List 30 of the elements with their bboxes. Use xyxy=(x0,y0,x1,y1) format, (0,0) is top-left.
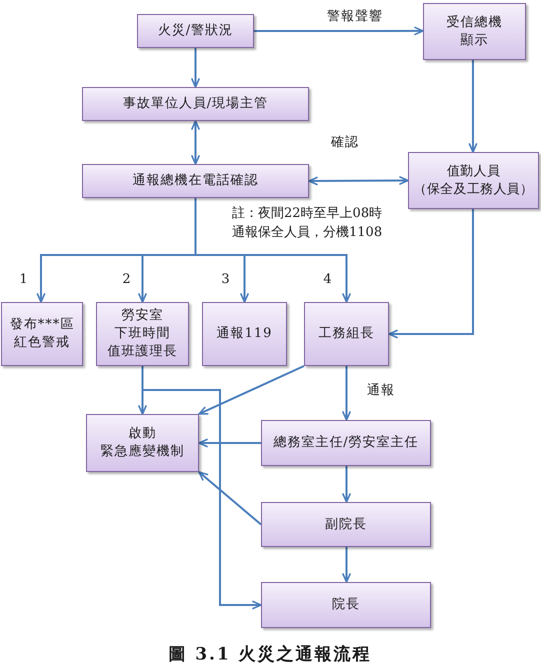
arrow xyxy=(198,438,261,448)
process-box: 事故單位人員/現場主管 xyxy=(82,87,309,121)
note-text: 註：夜間22時至早上08時通報保全人員，分機1108 xyxy=(232,205,384,242)
process-box: 受信總機 顯示 xyxy=(423,3,526,60)
arrow xyxy=(194,198,351,303)
process-box: 勞安室 下班時間 值班護理長 xyxy=(96,302,189,366)
arrow xyxy=(254,26,424,36)
arrow xyxy=(468,60,478,153)
arrow xyxy=(342,466,351,503)
arrow xyxy=(342,547,351,583)
arrow xyxy=(191,120,200,165)
caption: 圖 3.1 火災之通報流程 xyxy=(168,644,372,666)
arrow xyxy=(142,366,262,610)
process-box: 副院長 xyxy=(261,502,431,547)
process-box: 啟動 緊急應變機制 xyxy=(86,414,199,472)
process-box: 工務組長 xyxy=(304,302,389,366)
process-box: 火災/警狀況 xyxy=(137,14,254,48)
process-box: 院長 xyxy=(261,582,431,628)
process-box: 值勤人員 （保全及工務人員） xyxy=(408,152,539,209)
arrow xyxy=(198,471,262,526)
arrow xyxy=(191,48,200,88)
arrow xyxy=(308,176,409,186)
process-box: 發布***區 紅色警戒 xyxy=(1,302,83,366)
arrow xyxy=(342,366,351,421)
arrow xyxy=(388,209,474,338)
process-box: 通報總機在電話確認 xyxy=(82,164,309,198)
process-box: 總務室主任/勞安室主任 xyxy=(261,420,431,466)
process-box: 通報119 xyxy=(202,302,287,366)
arrow xyxy=(198,365,304,415)
edge-label: 確認 xyxy=(329,135,361,151)
